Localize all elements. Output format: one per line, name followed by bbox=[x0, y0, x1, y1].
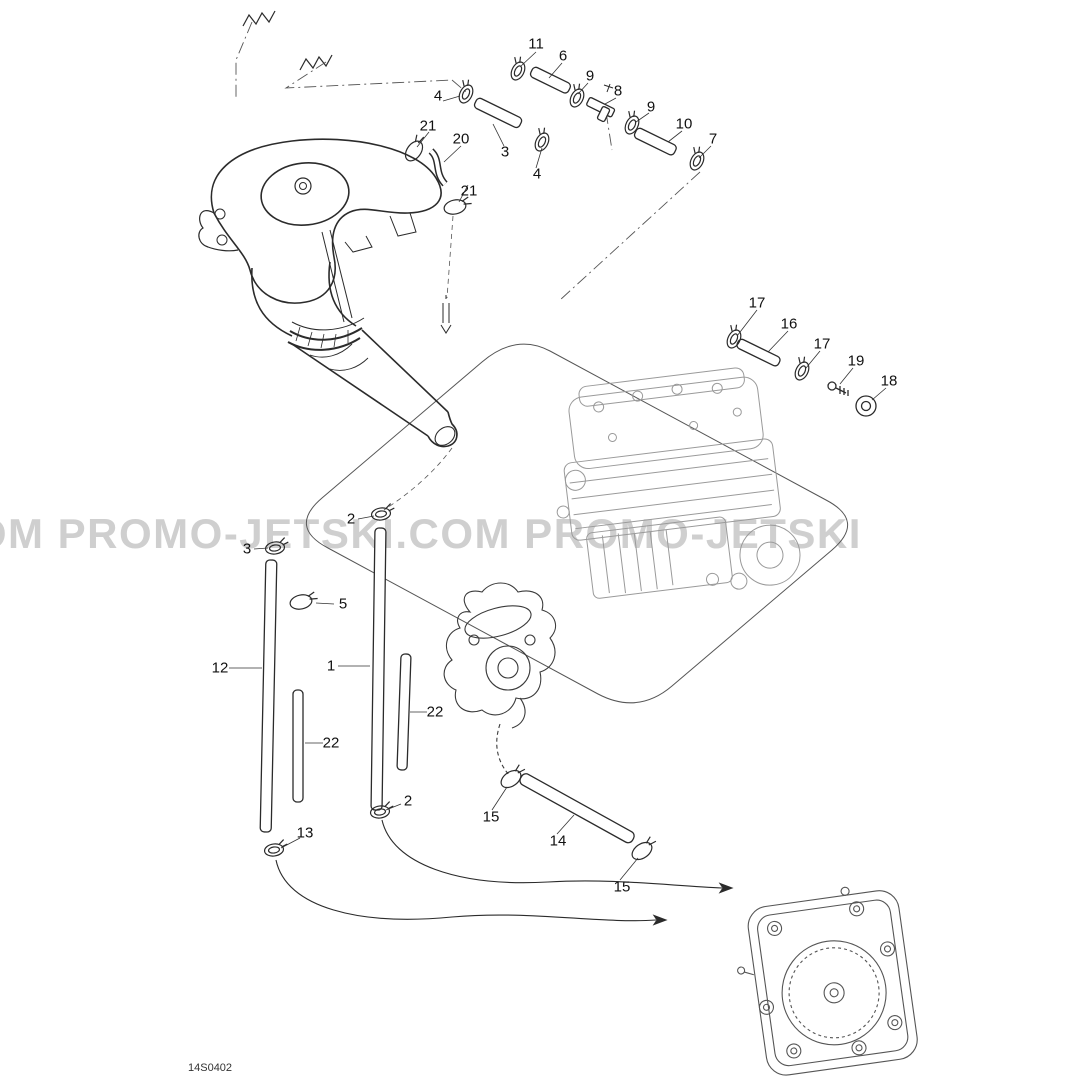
callout-16: 16 bbox=[780, 315, 798, 333]
callout-22: 22 bbox=[322, 734, 340, 752]
callout-22: 22 bbox=[426, 703, 444, 721]
callout-14: 14 bbox=[549, 832, 567, 850]
callout-13: 13 bbox=[296, 824, 314, 842]
routed-hoses bbox=[275, 819, 734, 926]
mounting-springs bbox=[242, 10, 333, 71]
callout-21: 21 bbox=[460, 182, 478, 200]
callout-15: 15 bbox=[613, 878, 631, 896]
flow-arrow-1 bbox=[652, 914, 668, 926]
callout-3: 3 bbox=[242, 540, 252, 558]
callout-11: 11 bbox=[528, 35, 544, 53]
callout-4: 4 bbox=[532, 165, 542, 183]
callout-17: 17 bbox=[748, 294, 766, 312]
guide-lines bbox=[235, 21, 701, 301]
screw-19 bbox=[827, 381, 849, 396]
tee-fitting-8 bbox=[586, 83, 616, 123]
callout-7: 7 bbox=[708, 130, 718, 148]
callout-15: 15 bbox=[482, 808, 500, 826]
hose-6 bbox=[529, 66, 572, 94]
diagram-code: 14S0402 bbox=[188, 1062, 233, 1074]
boundary-outline bbox=[305, 343, 849, 704]
plate-bolt-holes bbox=[758, 901, 903, 1059]
callout-10: 10 bbox=[675, 115, 693, 133]
callout-19: 19 bbox=[847, 352, 865, 370]
tube-12 bbox=[259, 559, 278, 833]
callout-2: 2 bbox=[346, 510, 356, 528]
locating-pin bbox=[440, 295, 452, 334]
engine-block-drawing bbox=[556, 367, 801, 599]
callout-6: 6 bbox=[558, 47, 568, 65]
callout-5: 5 bbox=[338, 595, 348, 613]
callout-2: 2 bbox=[403, 792, 413, 810]
tube-22a bbox=[292, 689, 304, 803]
callout-20: 20 bbox=[452, 130, 470, 148]
tube-22b bbox=[396, 653, 412, 771]
callout-1: 1 bbox=[326, 657, 336, 675]
hose-20 bbox=[428, 148, 448, 187]
callout-12: 12 bbox=[211, 659, 229, 677]
callout-18: 18 bbox=[880, 372, 898, 390]
tubes-and-fittings bbox=[259, 66, 877, 844]
hose-16 bbox=[736, 338, 781, 367]
exhaust-assembly-drawing bbox=[198, 138, 458, 448]
dashed-links bbox=[383, 215, 454, 511]
cover-plate-drawing bbox=[737, 886, 918, 1076]
callout-4: 4 bbox=[433, 87, 443, 105]
callout-21: 21 bbox=[419, 117, 437, 135]
hose-10 bbox=[633, 127, 677, 156]
callout-17: 17 bbox=[813, 335, 831, 353]
callout-8: 8 bbox=[613, 82, 623, 100]
leader-lines bbox=[229, 51, 887, 881]
flow-arrow-2 bbox=[718, 882, 734, 894]
callout-3: 3 bbox=[500, 143, 510, 161]
hose-3 bbox=[473, 97, 523, 129]
callout-9: 9 bbox=[585, 67, 595, 85]
callout-9: 9 bbox=[646, 98, 656, 116]
nut-18 bbox=[855, 395, 877, 417]
